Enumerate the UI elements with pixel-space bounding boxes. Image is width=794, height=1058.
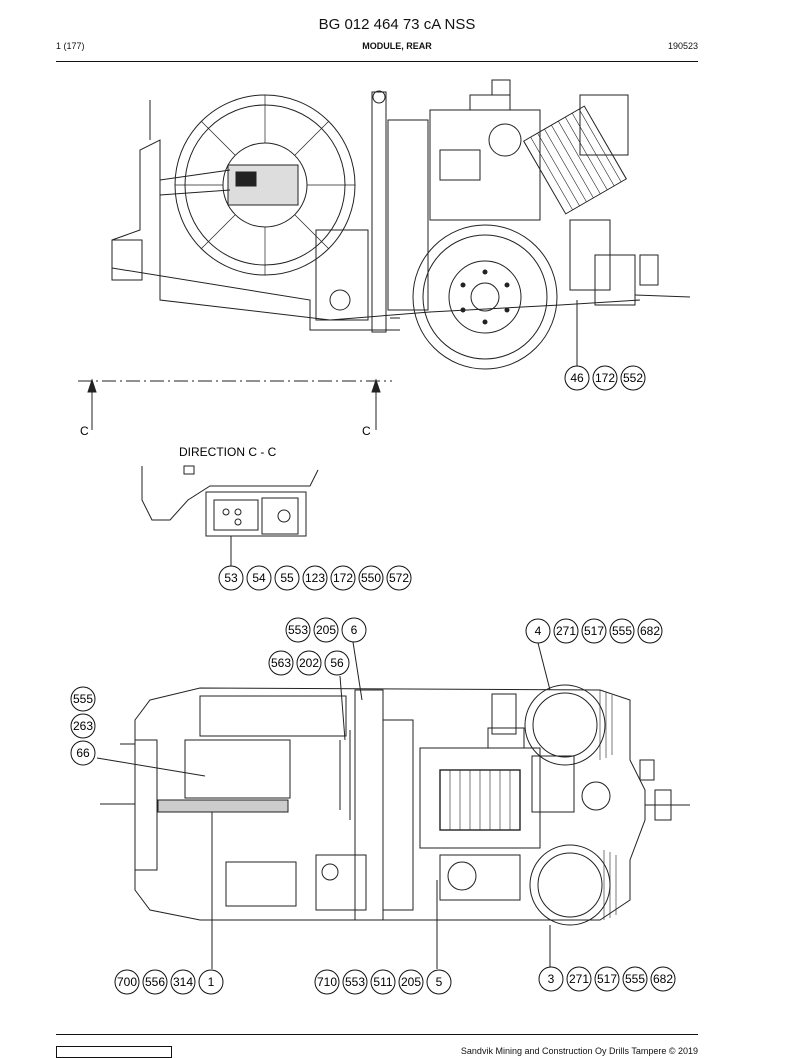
callout-number: 1 [208,975,215,989]
callout-direction-view-53: 53 [218,565,244,591]
callout-top-upper-right-517: 517 [581,618,607,644]
callout-number: 54 [252,571,266,585]
callout-bottom-right-271: 271 [566,966,592,992]
direction-view-title: DIRECTION C - C [179,445,277,459]
callout-direction-view-172: 172 [330,565,356,591]
callout-number: 682 [640,624,660,638]
callout-number: 710 [317,975,337,989]
callout-number: 56 [330,656,344,670]
callout-number: 172 [333,571,353,585]
direction-view-drawing [141,465,319,566]
callout-number: 553 [345,975,365,989]
callout-top-upper-b-56: 56 [324,650,350,676]
callout-side-view-172: 172 [592,365,618,391]
callout-number: 517 [584,624,604,638]
callout-number: 202 [299,656,319,670]
callout-top-upper-right-4: 4 [525,618,551,644]
callout-number: 555 [73,692,93,706]
section-marker-left: C [80,424,89,438]
callout-number: 55 [280,571,294,585]
callout-bottom-right-517: 517 [594,966,620,992]
callout-number: 53 [224,571,238,585]
callout-side-view-552: 552 [620,365,646,391]
callout-number: 271 [556,624,576,638]
callout-top-left-stack-66: 66 [70,740,96,766]
document-date: 190523 [667,41,698,51]
callout-bottom-left-556: 556 [142,969,168,995]
callout-number: 271 [569,972,589,986]
callout-number: 314 [173,975,193,989]
callout-number: 66 [76,746,90,760]
callout-number: 205 [401,975,421,989]
callout-number: 552 [623,371,643,385]
callout-number: 555 [612,624,632,638]
callout-top-upper-a-553: 553 [285,617,311,643]
callout-top-upper-b-202: 202 [296,650,322,676]
callout-number: 700 [117,975,137,989]
callout-direction-view-123: 123 [302,565,328,591]
footer-rule [56,1034,698,1035]
callout-number: 6 [351,623,358,637]
module-name: MODULE, REAR [362,41,432,51]
callout-number: 123 [305,571,325,585]
sandvik-logo [56,1046,172,1058]
top-view-drawing [96,641,690,969]
page-number: 1 (177) [56,41,85,51]
callout-bottom-mid-710: 710 [314,969,340,995]
callout-bottom-mid-5: 5 [426,969,452,995]
callout-number: 172 [595,371,615,385]
callout-number: 682 [653,972,673,986]
callout-number: 517 [597,972,617,986]
document-title: BG 012 464 73 cA NSS [318,16,476,33]
callout-bottom-right-682: 682 [650,966,676,992]
callout-top-left-stack-263: 263 [70,713,96,739]
callout-top-upper-b-563: 563 [268,650,294,676]
callout-number: 46 [570,371,584,385]
callout-top-left-stack-555: 555 [70,686,96,712]
section-line-c-c [78,378,392,430]
callout-direction-view-55: 55 [274,565,300,591]
callout-number: 5 [436,975,443,989]
callout-number: 205 [316,623,336,637]
callout-number: 550 [361,571,381,585]
callout-bottom-mid-205: 205 [398,969,424,995]
callout-number: 555 [625,972,645,986]
callout-number: 556 [145,975,165,989]
callout-number: 553 [288,623,308,637]
header-rule [56,61,698,62]
callout-direction-view-550: 550 [358,565,384,591]
callout-bottom-right-3: 3 [538,966,564,992]
callout-number: 263 [73,719,93,733]
footer-copyright: Sandvik Mining and Construction Oy Drill… [460,1046,698,1056]
section-marker-right: C [362,424,371,438]
callout-number: 572 [389,571,409,585]
callout-top-upper-a-205: 205 [313,617,339,643]
callout-number: 4 [535,624,542,638]
callout-bottom-right-555: 555 [622,966,648,992]
callout-side-view-46: 46 [564,365,590,391]
callout-bottom-left-1: 1 [198,969,224,995]
callout-top-upper-right-555: 555 [609,618,635,644]
callout-number: 563 [271,656,291,670]
callout-direction-view-54: 54 [246,565,272,591]
callout-top-upper-right-682: 682 [637,618,663,644]
callout-bottom-left-314: 314 [170,969,196,995]
callout-bottom-left-700: 700 [114,969,140,995]
side-view-drawing [111,79,691,370]
callout-number: 3 [548,972,555,986]
callout-number: 511 [373,975,392,989]
callout-direction-view-572: 572 [386,565,412,591]
callout-bottom-mid-511: 511 [370,969,396,995]
callout-top-upper-right-271: 271 [553,618,579,644]
callout-top-upper-a-6: 6 [341,617,367,643]
callout-bottom-mid-553: 553 [342,969,368,995]
